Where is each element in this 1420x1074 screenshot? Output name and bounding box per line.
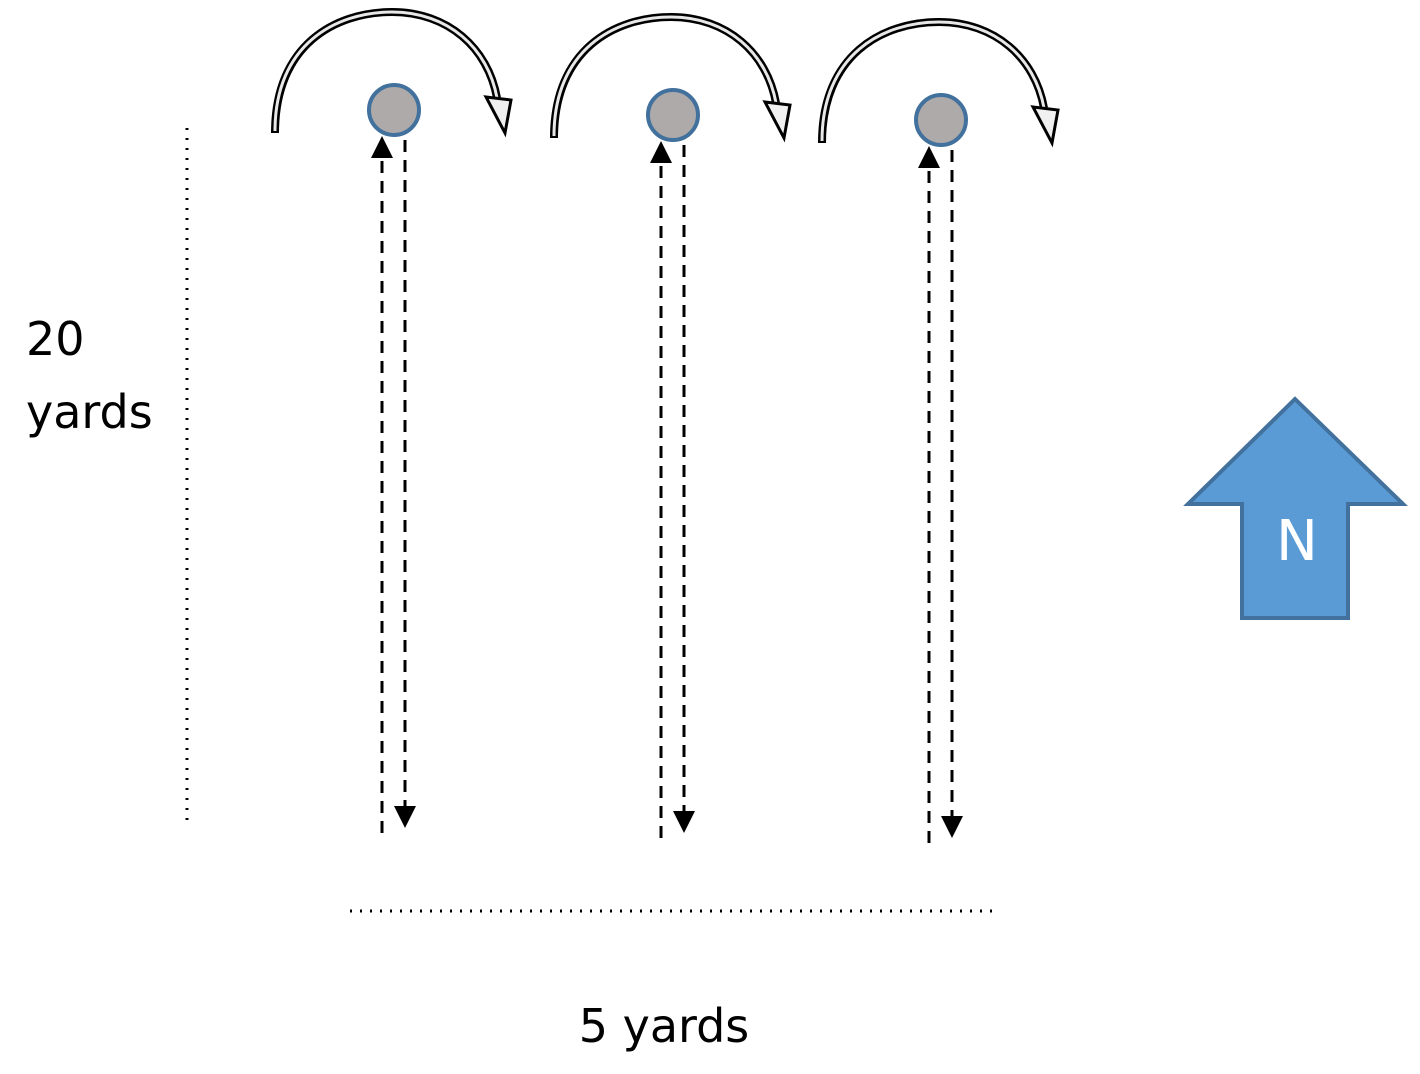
station-1-route xyxy=(275,12,511,833)
vertical-distance-unit: yards xyxy=(26,385,153,439)
north-label: N xyxy=(1276,509,1318,574)
station-3-route xyxy=(822,22,1058,843)
vertical-distance-value: 20 xyxy=(26,312,85,366)
horizontal-distance-label: 5 yards xyxy=(579,999,750,1053)
station-2-route xyxy=(554,17,790,838)
north-arrow-icon: N xyxy=(1183,396,1408,620)
